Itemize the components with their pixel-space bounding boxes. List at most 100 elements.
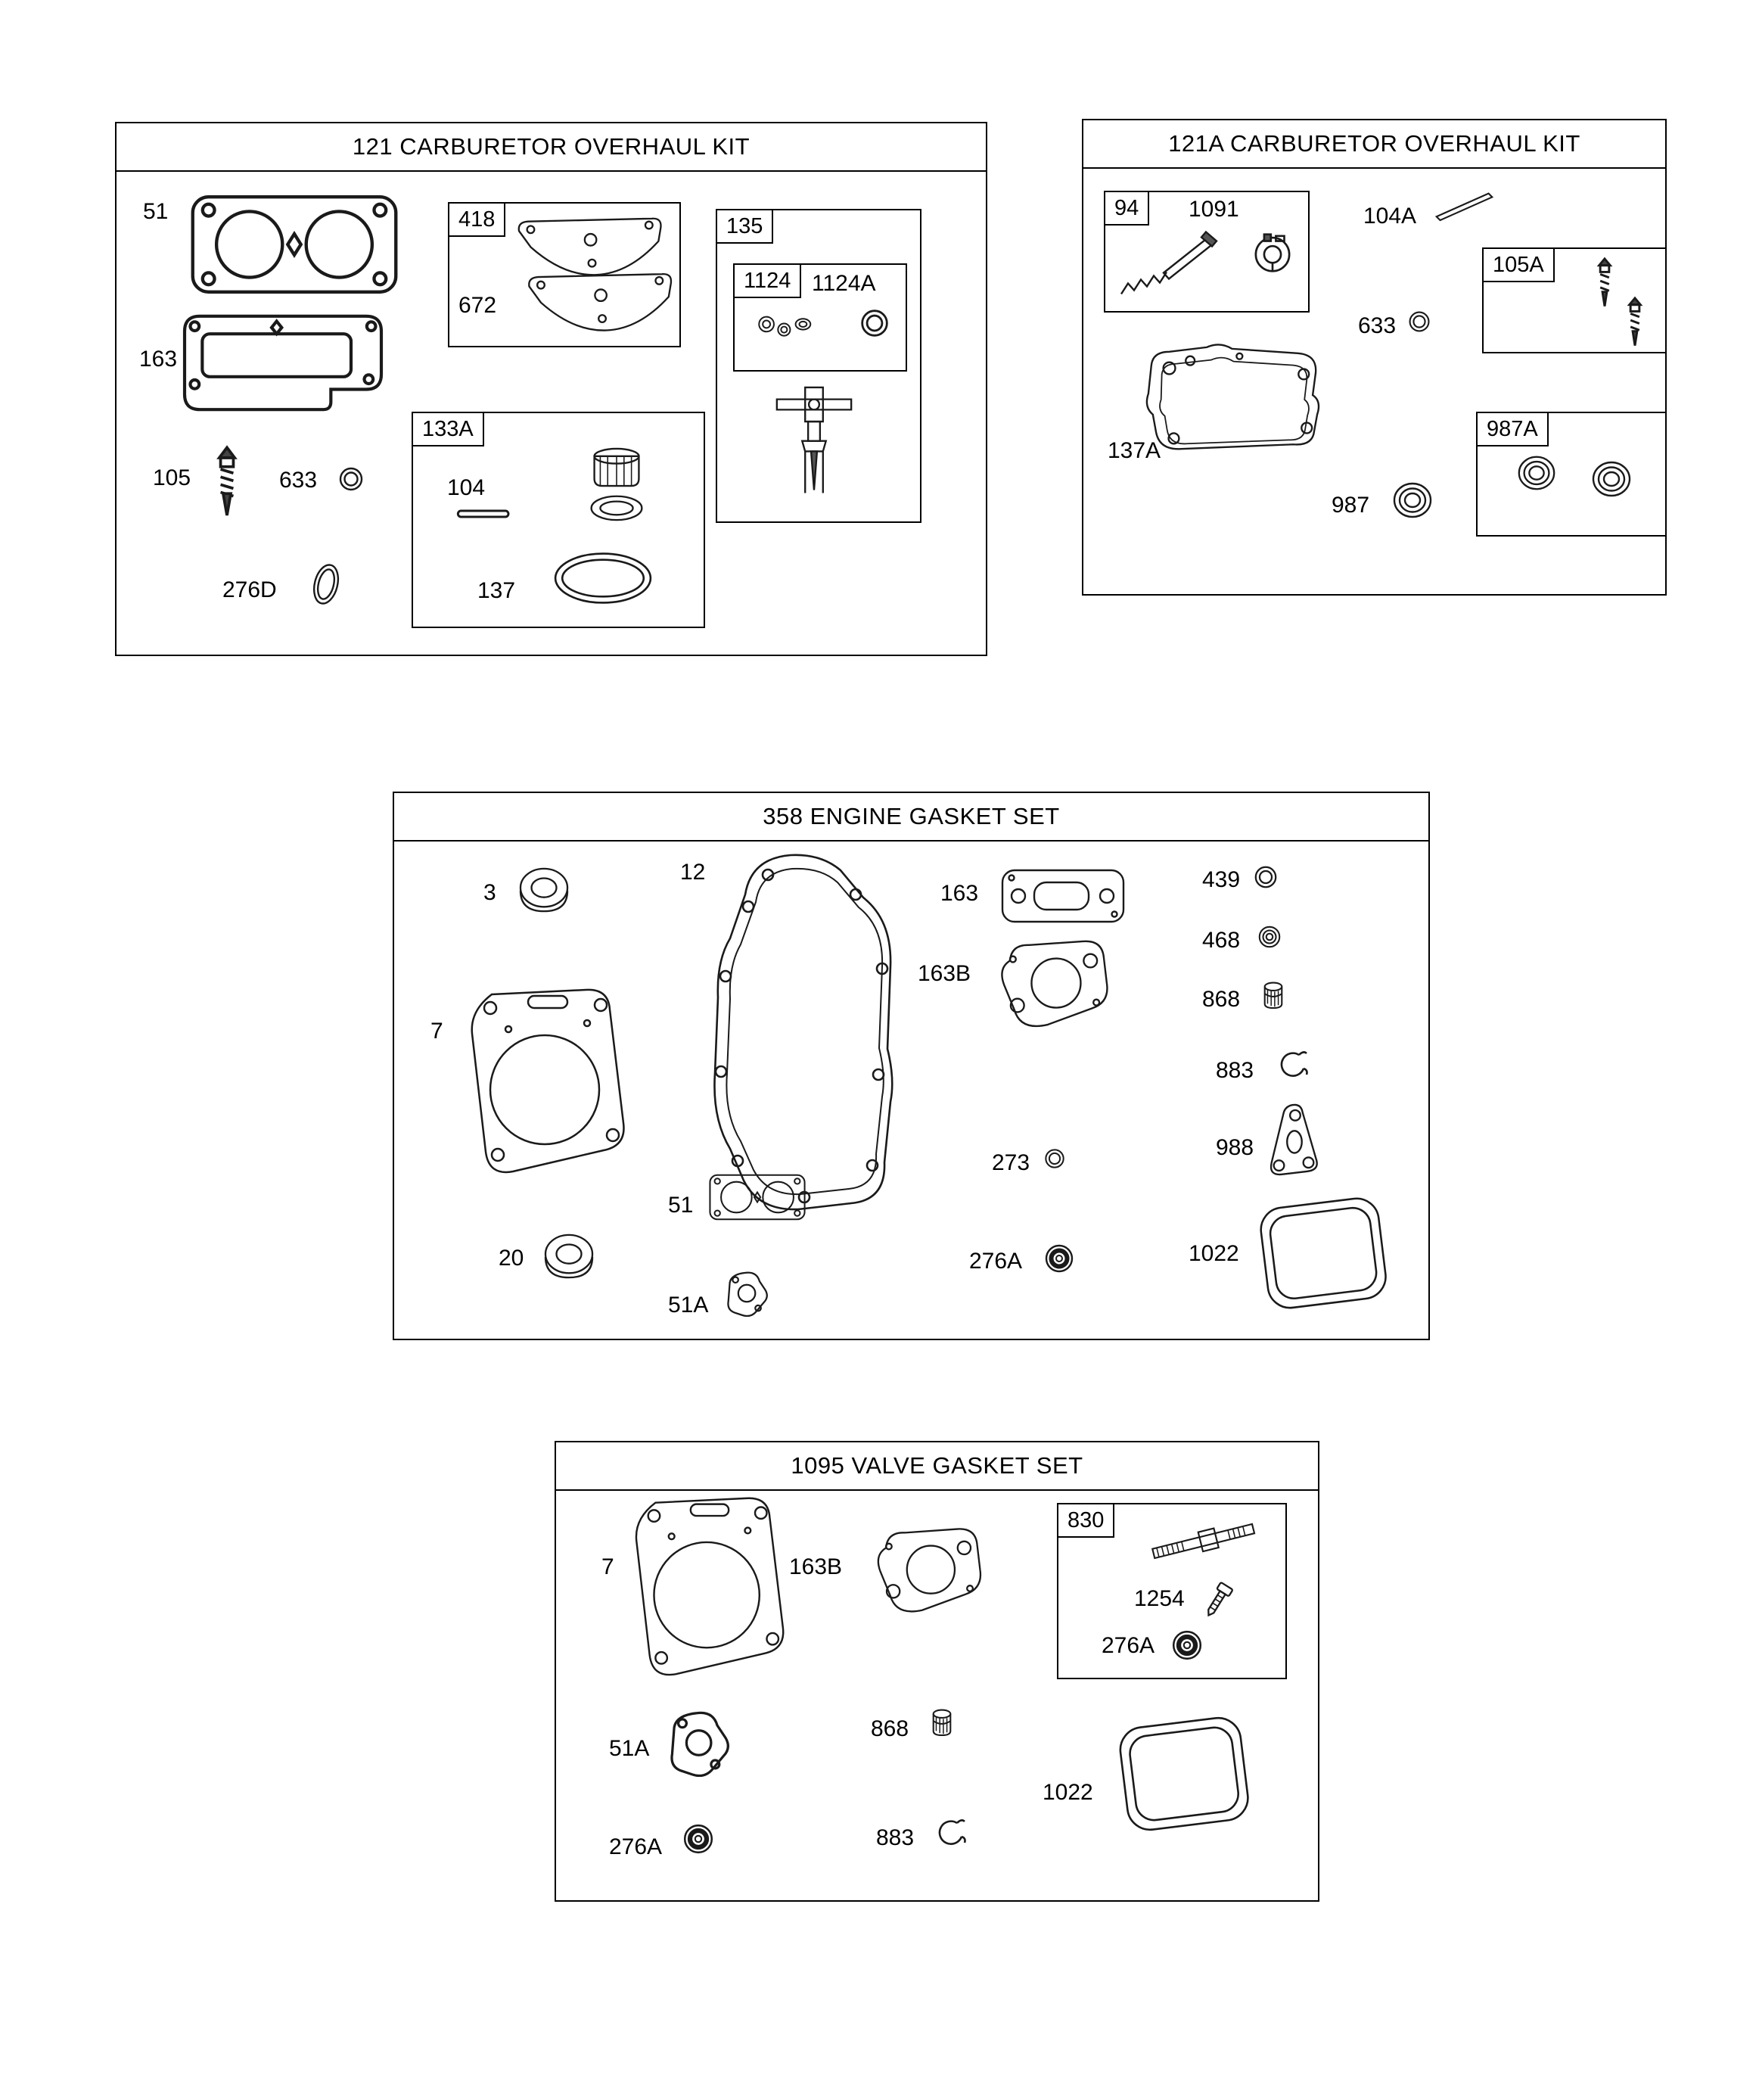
inner-box-135: 135 1124 1124A <box>716 209 921 523</box>
seal-ring-276D-drawing <box>309 561 343 608</box>
seal-987A-drawing-1 <box>1515 450 1558 496</box>
mixture-screw-94-drawing <box>1115 224 1229 303</box>
o-ring-633-drawing <box>337 465 365 493</box>
tag-987A: 987A <box>1476 412 1549 447</box>
needle-valve-105-drawing <box>209 445 245 519</box>
part-label-276A-set: 276A <box>969 1249 1023 1274</box>
diaphragm-set-418-672-drawing <box>510 215 675 341</box>
part-label-104A: 104A <box>1363 204 1417 229</box>
part-label-276A-kit: 276A <box>1102 1633 1155 1658</box>
screw-1254-drawing <box>1198 1580 1237 1622</box>
inner-box-830: 830 1254 276A <box>1057 1503 1287 1679</box>
tag-105A: 105A <box>1482 247 1555 283</box>
part-label-439: 439 <box>1202 867 1241 892</box>
part-label-105: 105 <box>153 465 191 490</box>
tag-418: 418 <box>448 202 506 238</box>
washer-468-drawing <box>1257 923 1282 950</box>
part-label-672: 672 <box>458 293 497 318</box>
clip-883-drawing <box>1273 1047 1308 1084</box>
needle-valve-105A-drawing-1 <box>1590 257 1620 310</box>
part-label-163: 163 <box>139 347 178 372</box>
part-label-633A: 633 <box>1358 313 1397 338</box>
exhaust-gasket-163-drawing <box>998 866 1128 926</box>
part-label-137A: 137A <box>1108 438 1161 463</box>
stud-830-drawing <box>1143 1510 1264 1571</box>
part-label-1022: 1022 <box>1189 1241 1239 1266</box>
inner-box-418: 418 672 <box>448 202 681 347</box>
part-label-51A-set: 51A <box>668 1293 709 1318</box>
inner-box-133A: 133A 104 137 <box>412 412 705 628</box>
part-label-7: 7 <box>430 1019 443 1044</box>
washer-set-1124-drawing <box>754 309 819 345</box>
inner-box-105A: 105A <box>1482 247 1667 353</box>
panel-121-carburetor-overhaul-kit: 121 CARBURETOR OVERHAUL KIT 51 163 105 6… <box>115 122 987 656</box>
part-label-3: 3 <box>483 880 496 905</box>
bowl-o-ring-137-drawing <box>551 548 655 608</box>
tag-830: 830 <box>1057 1503 1115 1538</box>
plug-868-drawing-2 <box>930 1707 954 1739</box>
panel-title-121: 121 CARBURETOR OVERHAUL KIT <box>117 123 986 172</box>
grommet-276A-drawing-2 <box>682 1822 715 1856</box>
part-label-12: 12 <box>680 860 706 885</box>
panel-1095-valve-gasket-set: 1095 VALVE GASKET SET 7 163B 830 1254 27… <box>555 1441 1319 1902</box>
part-label-988: 988 <box>1216 1135 1254 1160</box>
part-label-883-valve: 883 <box>876 1825 915 1850</box>
part-label-633: 633 <box>279 468 318 493</box>
inner-box-987A: 987A <box>1476 412 1667 537</box>
rod-104A-drawing <box>1432 187 1497 222</box>
tag-133A: 133A <box>412 412 484 447</box>
o-ring-273-drawing <box>1043 1147 1066 1170</box>
valve-cover-gasket-1022-drawing-2 <box>1108 1704 1260 1842</box>
float-valve-135-drawing <box>754 383 875 513</box>
part-label-7-valve: 7 <box>601 1554 614 1579</box>
part-label-104: 104 <box>447 475 486 500</box>
o-ring-439-drawing <box>1253 864 1279 890</box>
part-label-468: 468 <box>1202 928 1241 953</box>
panel-title-121A: 121A CARBURETOR OVERHAUL KIT <box>1083 120 1665 169</box>
inner-box-1124: 1124 1124A <box>733 263 907 372</box>
part-label-868-valve: 868 <box>871 1716 909 1741</box>
part-label-276A-valve: 276A <box>609 1834 663 1859</box>
part-label-163-set: 163 <box>940 881 979 906</box>
o-ring-633-drawing-2 <box>1407 310 1431 334</box>
part-label-883: 883 <box>1216 1058 1254 1083</box>
mounting-gasket-51-drawing <box>188 193 400 296</box>
panel-title-358: 358 ENGINE GASKET SET <box>394 793 1428 842</box>
throttle-seal-133A-drawing <box>578 439 655 534</box>
part-label-1091: 1091 <box>1189 197 1239 222</box>
oil-seal-20-drawing <box>541 1232 597 1280</box>
grommet-276A-drawing <box>1043 1243 1075 1274</box>
part-label-1254: 1254 <box>1134 1586 1185 1611</box>
part-label-20: 20 <box>499 1246 524 1271</box>
inner-box-94: 94 1091 <box>1104 191 1310 313</box>
part-label-273: 273 <box>992 1150 1030 1175</box>
choke-part-1091-drawing <box>1249 229 1296 277</box>
part-label-51: 51 <box>143 199 169 224</box>
carb-plate-gasket-163B-drawing-2 <box>870 1524 987 1619</box>
tag-1124: 1124 <box>733 263 802 299</box>
part-label-137: 137 <box>477 578 516 603</box>
part-label-987: 987 <box>1332 493 1370 518</box>
head-gasket-7-drawing-2 <box>628 1495 791 1677</box>
panel-title-1095: 1095 VALVE GASKET SET <box>556 1442 1318 1491</box>
needle-valve-105A-drawing-2 <box>1620 296 1650 349</box>
panel-121A-carburetor-overhaul-kit: 121A CARBURETOR OVERHAUL KIT 94 1091 104… <box>1082 119 1667 596</box>
valve-cover-gasket-1022-drawing <box>1249 1185 1397 1320</box>
part-label-51A-valve: 51A <box>609 1736 650 1761</box>
flange-gasket-51A-drawing-2 <box>668 1709 732 1777</box>
part-label-868: 868 <box>1202 987 1241 1012</box>
seal-987-drawing <box>1391 478 1434 523</box>
part-label-1124A: 1124A <box>812 271 876 296</box>
tag-135: 135 <box>716 209 774 244</box>
pin-104-drawing <box>454 506 514 522</box>
clip-883-drawing-2 <box>931 1815 966 1853</box>
part-label-1022-valve: 1022 <box>1043 1780 1093 1805</box>
panel-358-engine-gasket-set: 358 ENGINE GASKET SET 3 12 7 163 163B 43… <box>393 792 1430 1340</box>
carb-plate-gasket-163B-drawing <box>993 937 1114 1034</box>
part-label-276D: 276D <box>222 577 277 602</box>
part-label-163B: 163B <box>918 961 971 986</box>
grommet-276A-drawing-kit <box>1170 1629 1204 1662</box>
mounting-gasket-51-drawing-2 <box>708 1173 806 1221</box>
flange-gasket-51A-drawing <box>726 1270 769 1317</box>
